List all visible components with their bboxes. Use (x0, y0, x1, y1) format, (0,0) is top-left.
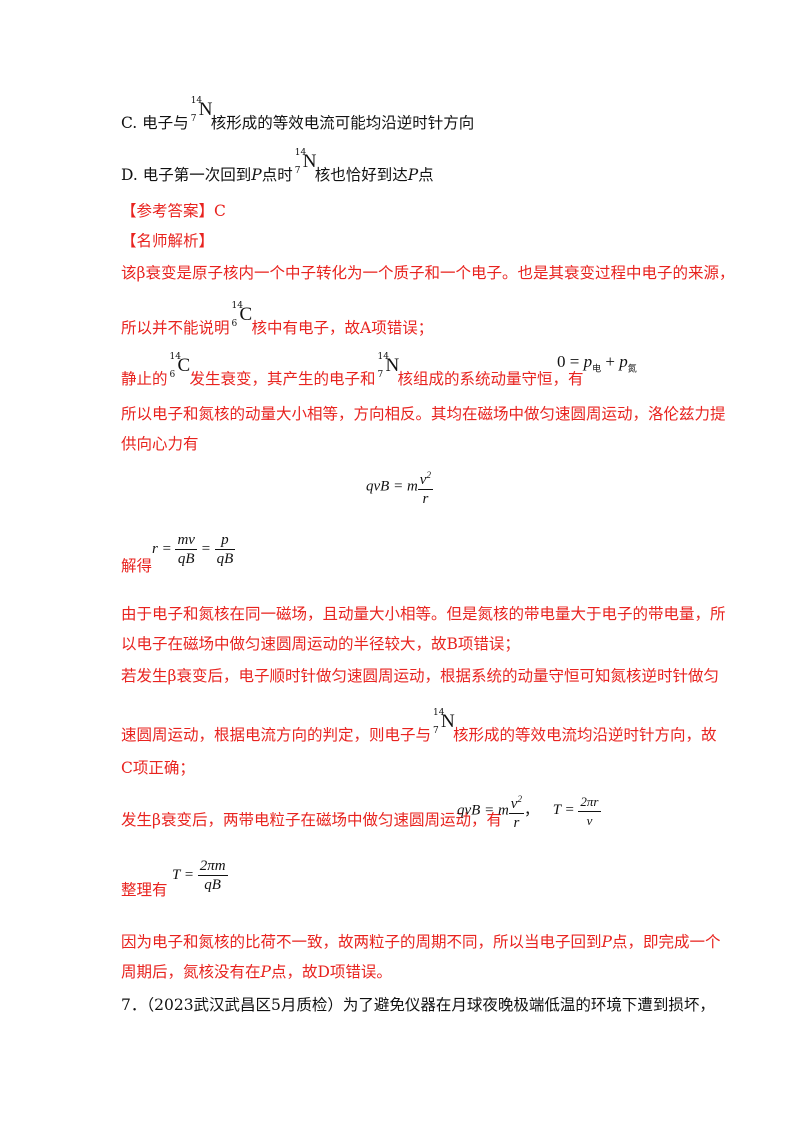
analysis-line: 该β衰变是原子核内一个中子转化为一个质子和一个电子。也是其衰变过程中电子的来源， (121, 264, 735, 282)
analysis-line: 由于电子和氮核在同一磁场，且动量大小相等。但是氮核的带电量大于电子的带电量，所 (121, 605, 726, 623)
analysis-line: 周期后，氮核没有在P点，故D项错误。 (121, 963, 392, 981)
solve-label: 解得 (121, 557, 153, 575)
analysis-header: 【名师解析】 (121, 232, 215, 250)
analysis-line: 因为电子和氮核的比荷不一致，故两粒子的周期不同，所以当电子回到P点，即完成一个 (121, 933, 721, 951)
analysis-line: C项正确； (121, 759, 195, 777)
analysis-line: 供向心力有 (121, 435, 199, 453)
momentum-equation: 0 = p电 + p氮 (557, 352, 637, 374)
question-7: 7．（2023武汉武昌区5月质检）为了避免仪器在月球夜晚极端低温的环境下遭到损坏… (121, 996, 715, 1014)
analysis-line: 若发生β衰变后，电子顺时针做匀速圆周运动，根据系统的动量守恒可知氮核逆时针做匀 (121, 667, 719, 685)
simplify-label: 整理有 (121, 881, 168, 899)
analysis-line: 以电子在磁场中做匀速圆周运动的半径较大，故B项错误； (121, 635, 520, 653)
analysis-line: 所以电子和氮核的动量大小相等，方向相反。其均在磁场中做匀速圆周运动，洛伦兹力提 (121, 405, 726, 423)
analysis-line: 发生β衰变后，两带电粒子在磁场中做匀速圆周运动，有 (121, 811, 502, 829)
answer-line: 【参考答案】C (121, 202, 226, 220)
